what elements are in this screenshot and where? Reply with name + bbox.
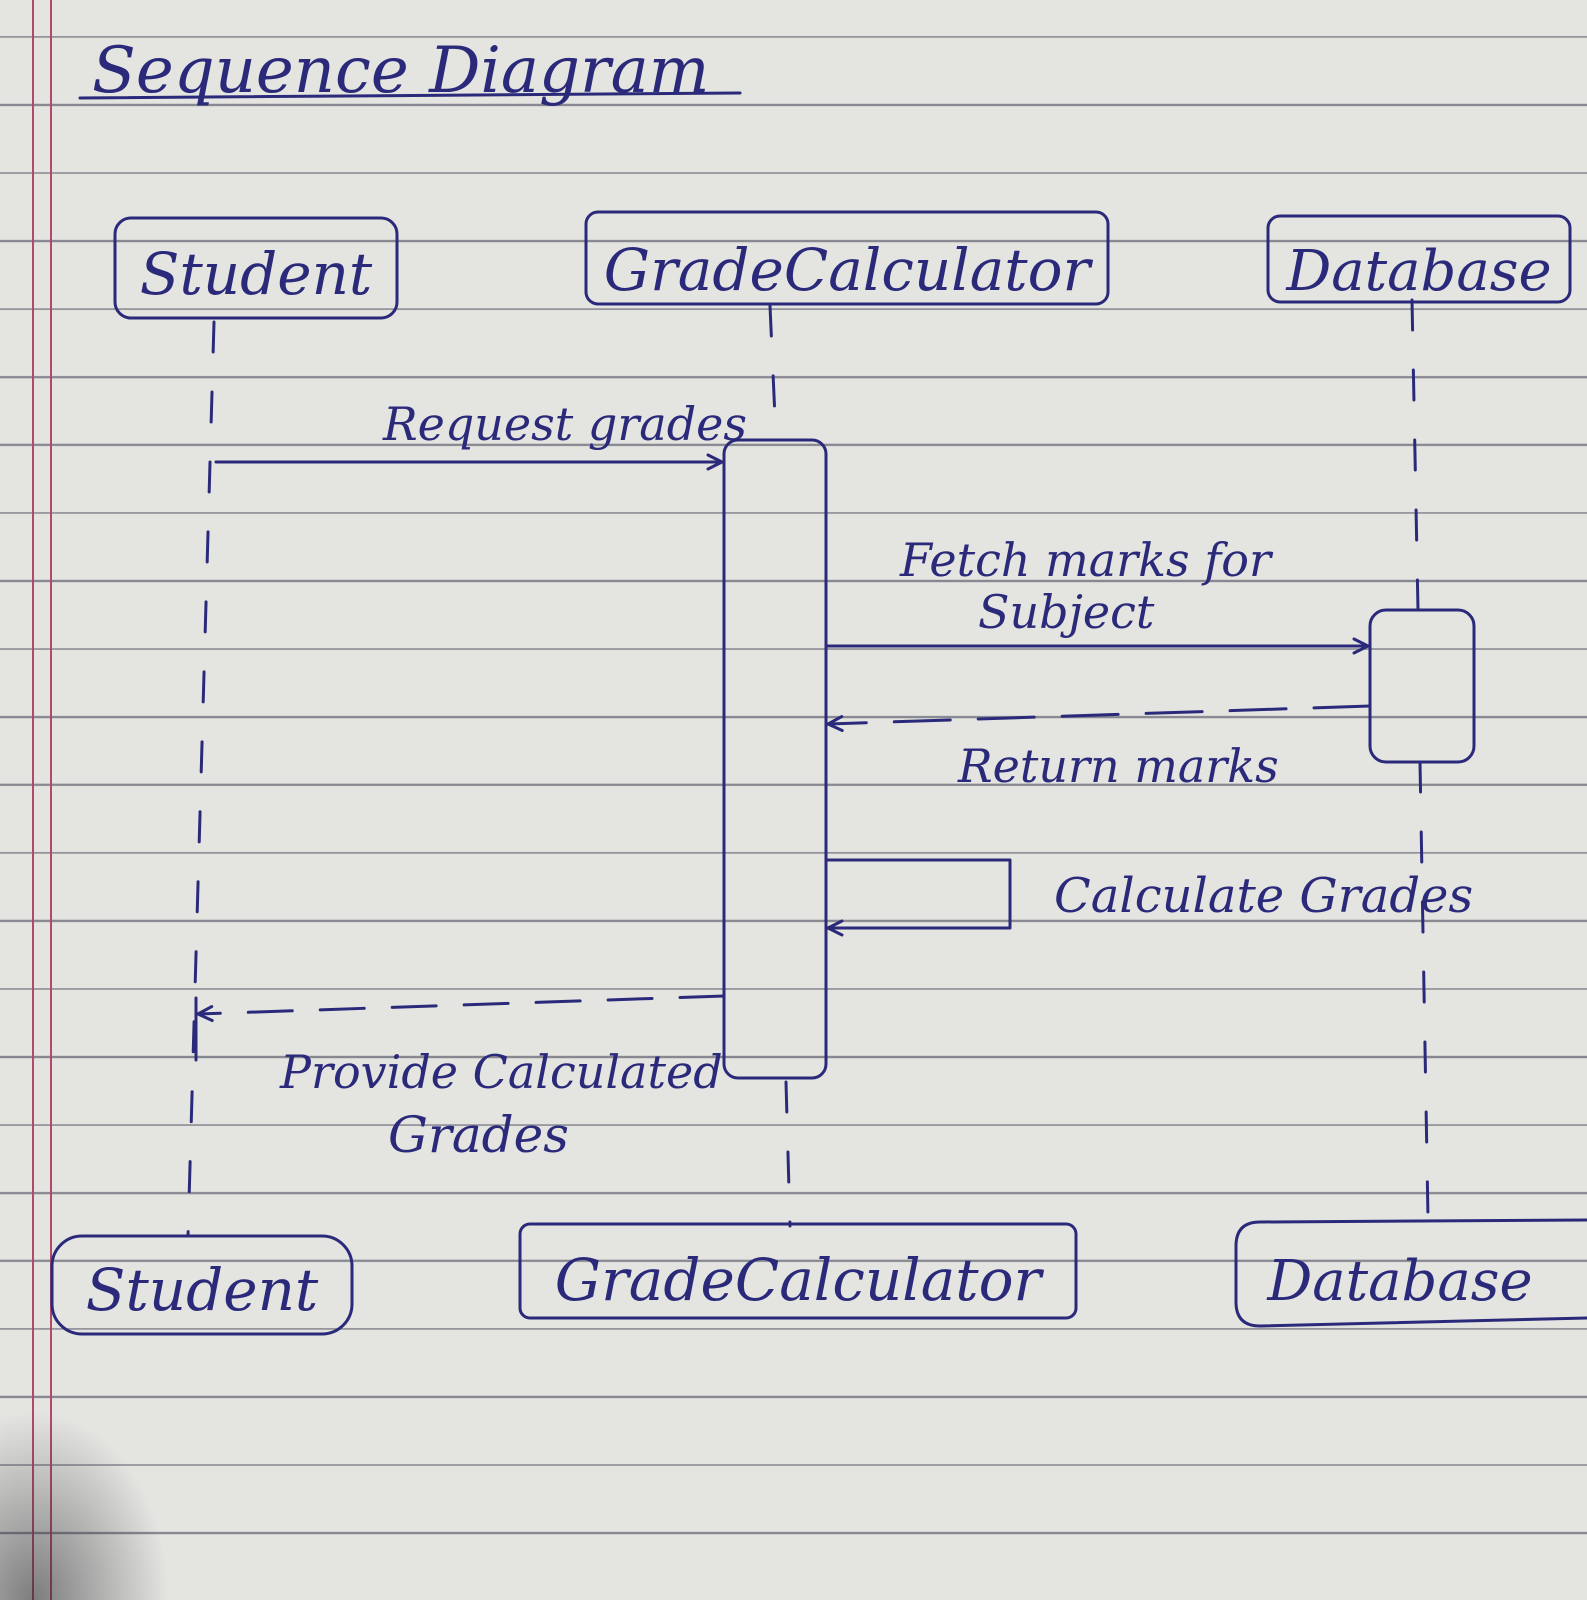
svg-text:Provide Calculated: Provide Calculated (279, 1045, 723, 1099)
participant-database-bottom: Database (1234, 1218, 1587, 1328)
svg-text:Student: Student (140, 240, 373, 308)
svg-text:GradeCalculator: GradeCalculator (604, 236, 1094, 304)
svg-text:Grades: Grades (388, 1106, 569, 1164)
svg-text:Student: Student (86, 1256, 319, 1324)
participant-student-bottom: Student (50, 1234, 354, 1336)
svg-text:Request grades: Request grades (382, 397, 747, 451)
message-provide-grades: Provide Calculated Grades (194, 994, 726, 1164)
lifeline-student (186, 320, 216, 1238)
svg-text:GradeCalculator: GradeCalculator (555, 1246, 1045, 1314)
message-request-grades: Request grades (214, 397, 747, 471)
svg-text:Fetch marks for: Fetch marks for (899, 533, 1274, 587)
activation-gradecalculator (722, 438, 828, 1080)
margin-line (32, 0, 34, 1600)
margin-line (50, 0, 52, 1600)
svg-text:Database: Database (1266, 1249, 1532, 1314)
message-return-marks: Return marks (826, 704, 1372, 793)
svg-text:Subject: Subject (978, 585, 1155, 639)
message-calculate-grades: Calculate Grades (826, 858, 1473, 937)
title-underline (78, 91, 742, 100)
svg-text:Database: Database (1285, 239, 1551, 304)
svg-text:Return marks: Return marks (957, 739, 1279, 793)
participant-gradecalculator-top: GradeCalculator (584, 210, 1110, 306)
participant-student-top: Student (113, 216, 399, 320)
activation-database (1368, 608, 1476, 764)
participant-database-top: Database (1266, 214, 1572, 304)
lifeline-gradecalculator-lower (784, 1080, 792, 1228)
participant-gradecalculator-bottom: GradeCalculator (518, 1222, 1078, 1320)
lifeline-database-lower (1418, 760, 1430, 1220)
lifeline-database (1410, 298, 1420, 612)
message-fetch-marks: Fetch marks for Subject (824, 533, 1370, 655)
lifeline-gradecalculator (768, 304, 778, 442)
shadow (0, 1410, 170, 1600)
svg-text:Calculate Grades: Calculate Grades (1054, 868, 1473, 924)
